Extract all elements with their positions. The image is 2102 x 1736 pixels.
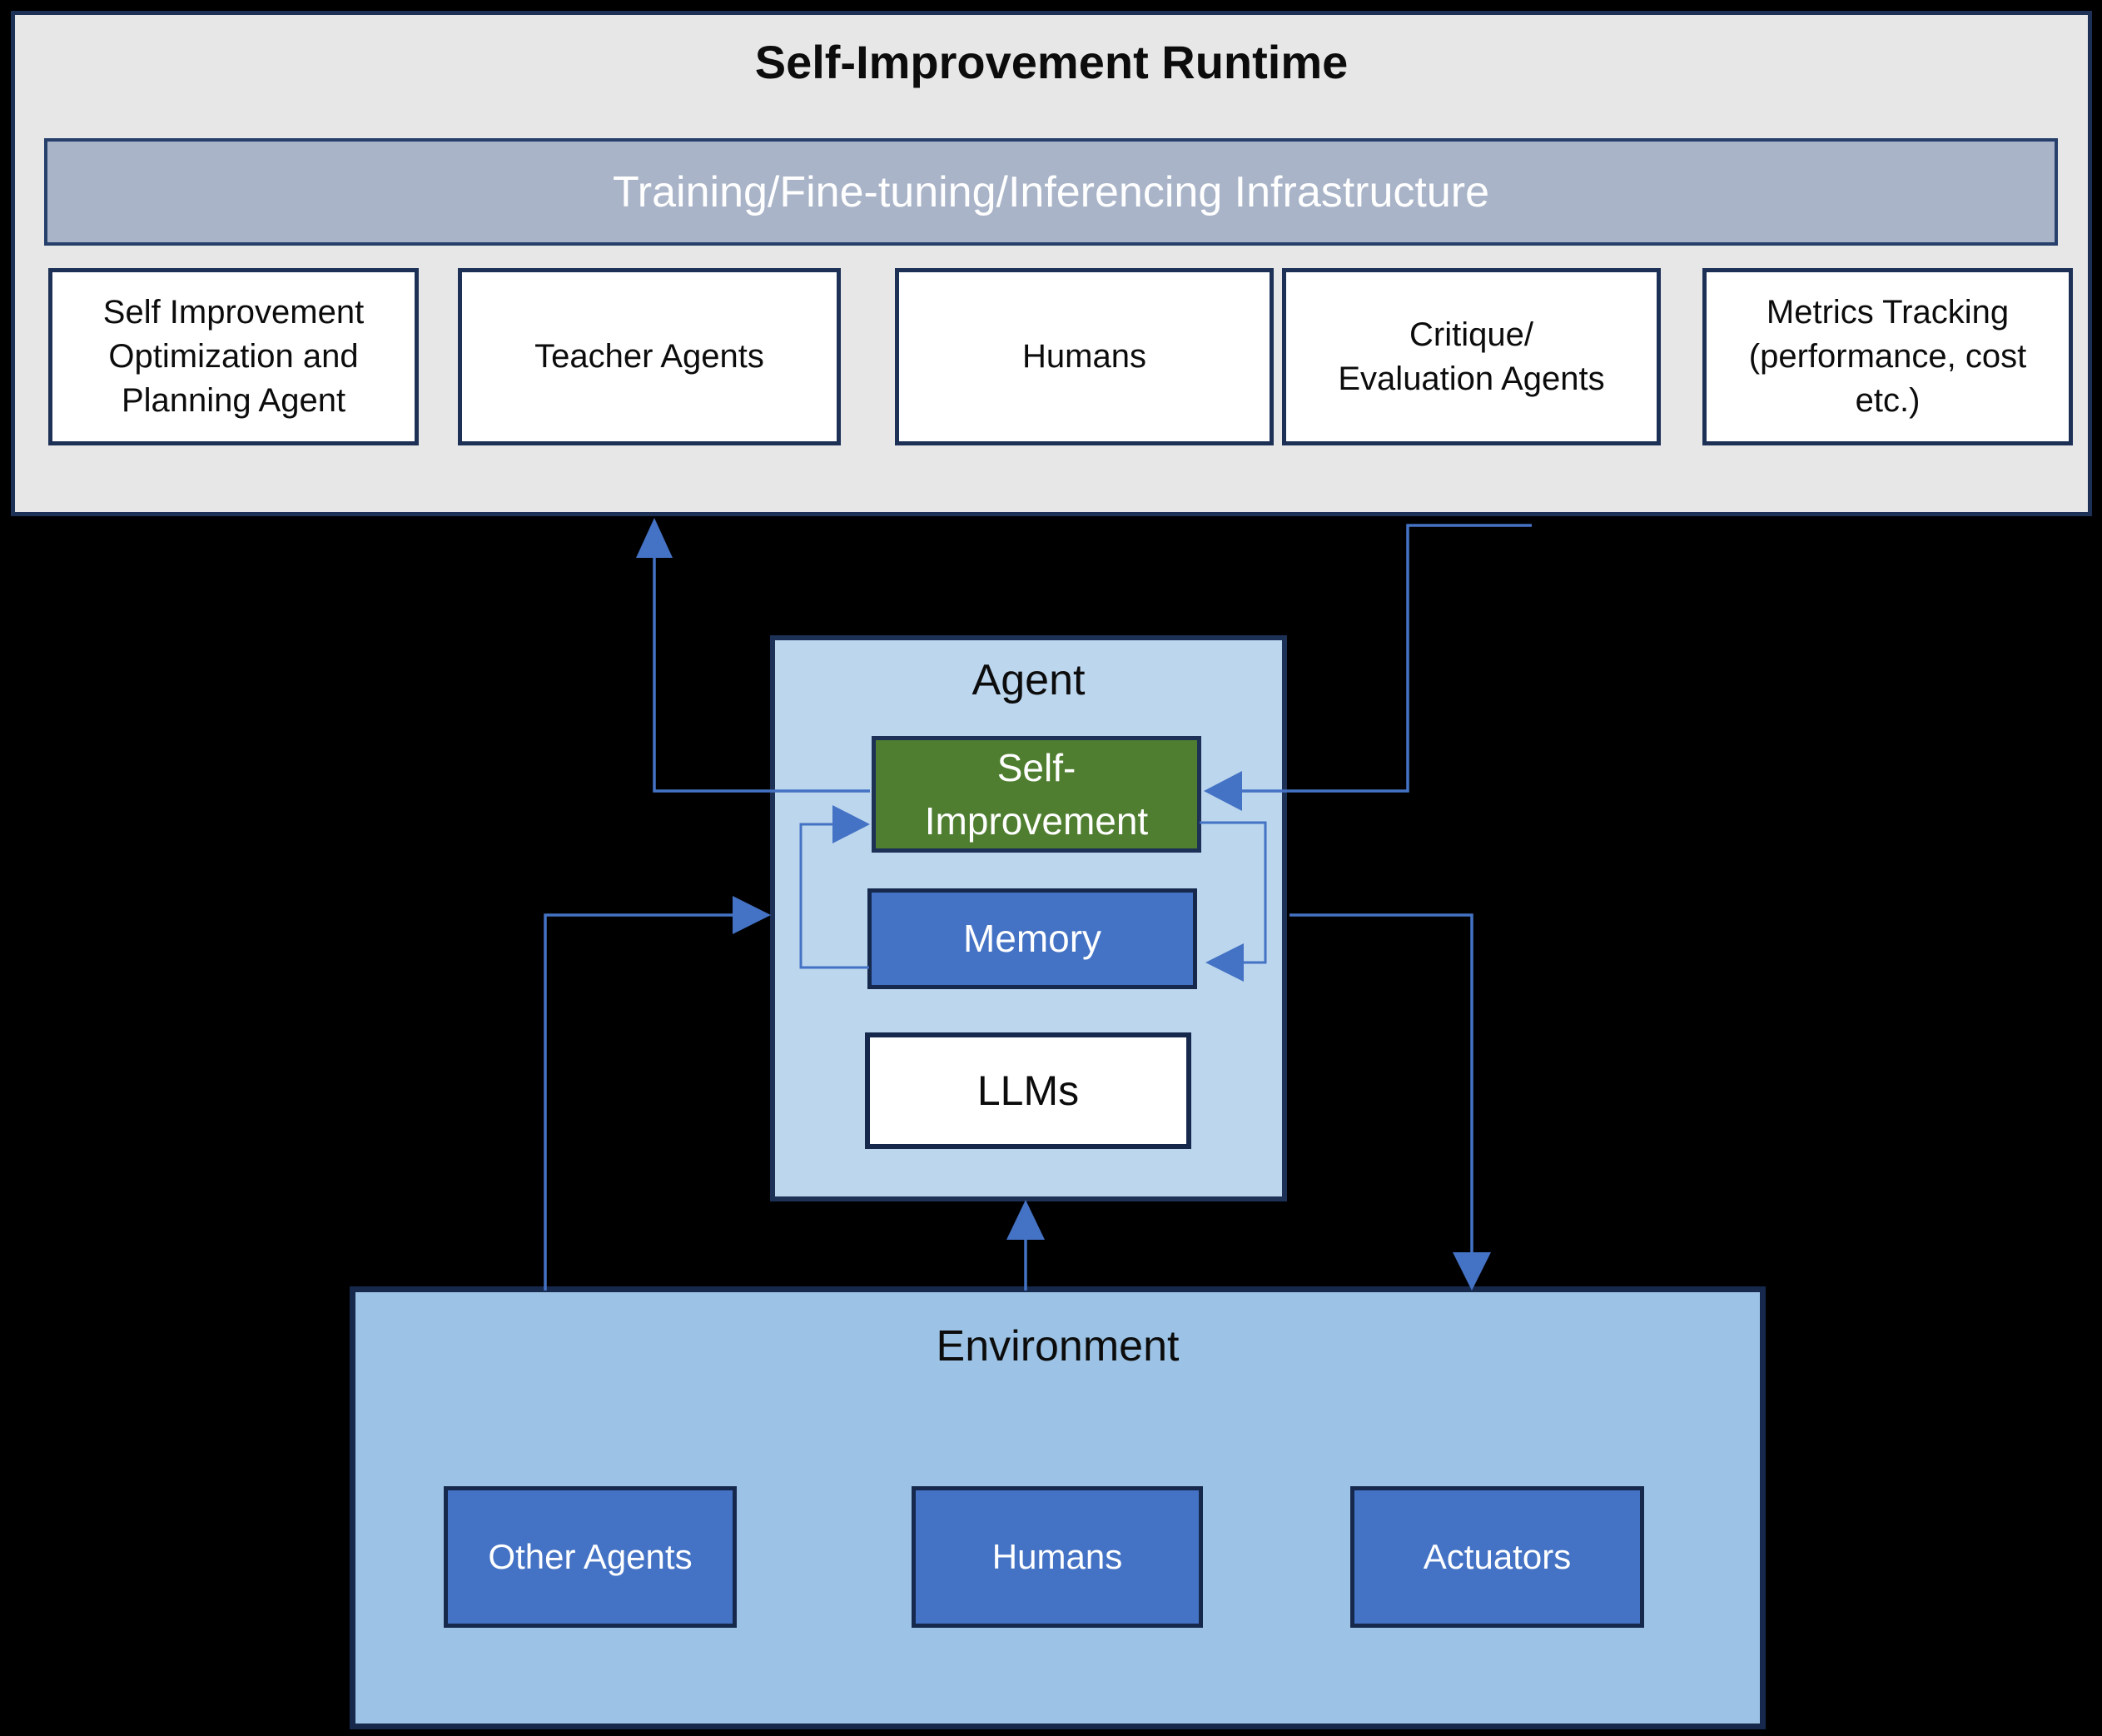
agent-module-llms: LLMs [865,1032,1191,1149]
component-label: Other Agents [488,1537,693,1576]
environment-component-other-agents: Other Agents [444,1486,737,1628]
self-improvement-runtime-box: Self-Improvement Runtime Training/Fine-t… [11,11,2092,516]
environment-title: Environment [936,1322,1180,1370]
arrow-environment-to-agent-bottom [1006,1200,1045,1291]
agent-module-self-improvement: Self- Improvement [872,736,1201,853]
runtime-title: Self-Improvement Runtime [754,36,1349,88]
runtime-component-metrics-tracking: Metrics Tracking (performance, cost etc.… [1702,268,2073,445]
component-label: Humans [991,1537,1123,1576]
environment-box: Environment Other Agents Humans Actuator… [350,1286,1766,1729]
runtime-component-teacher-agents: Teacher Agents [458,268,841,445]
agent-title: Agent [971,656,1086,704]
runtime-component-humans: Humans [895,268,1274,445]
component-label: Humans [1022,338,1146,376]
arrow-agent-to-environment-right [1290,913,1491,1291]
environment-component-humans: Humans [912,1486,1203,1628]
module-label: LLMs [976,1067,1080,1114]
infrastructure-bar: Training/Fine-tuning/Inferencing Infrast… [44,138,2058,246]
component-label: Critique/ Evaluation Agents [1338,316,1605,397]
module-label: Self- Improvement [924,745,1149,843]
infrastructure-label: Training/Fine-tuning/Inferencing Infrast… [612,167,1490,216]
runtime-component-critique-evaluation-agents: Critique/ Evaluation Agents [1282,268,1661,445]
component-label: Metrics Tracking (performance, cost etc.… [1748,294,2027,419]
component-label: Self Improvement Optimization and Planni… [102,294,365,419]
component-label: Actuators [1423,1537,1572,1576]
component-label: Teacher Agents [534,338,764,376]
module-label: Memory [962,917,1102,961]
environment-component-actuators: Actuators [1350,1486,1644,1628]
agent-module-memory: Memory [867,888,1197,989]
agent-box: Agent Self- Improvement Memory LLMs [770,635,1287,1201]
runtime-component-self-improvement-optimization-planning-agent: Self Improvement Optimization and Planni… [48,268,419,445]
arrow-environment-to-agent-left [544,896,771,1291]
